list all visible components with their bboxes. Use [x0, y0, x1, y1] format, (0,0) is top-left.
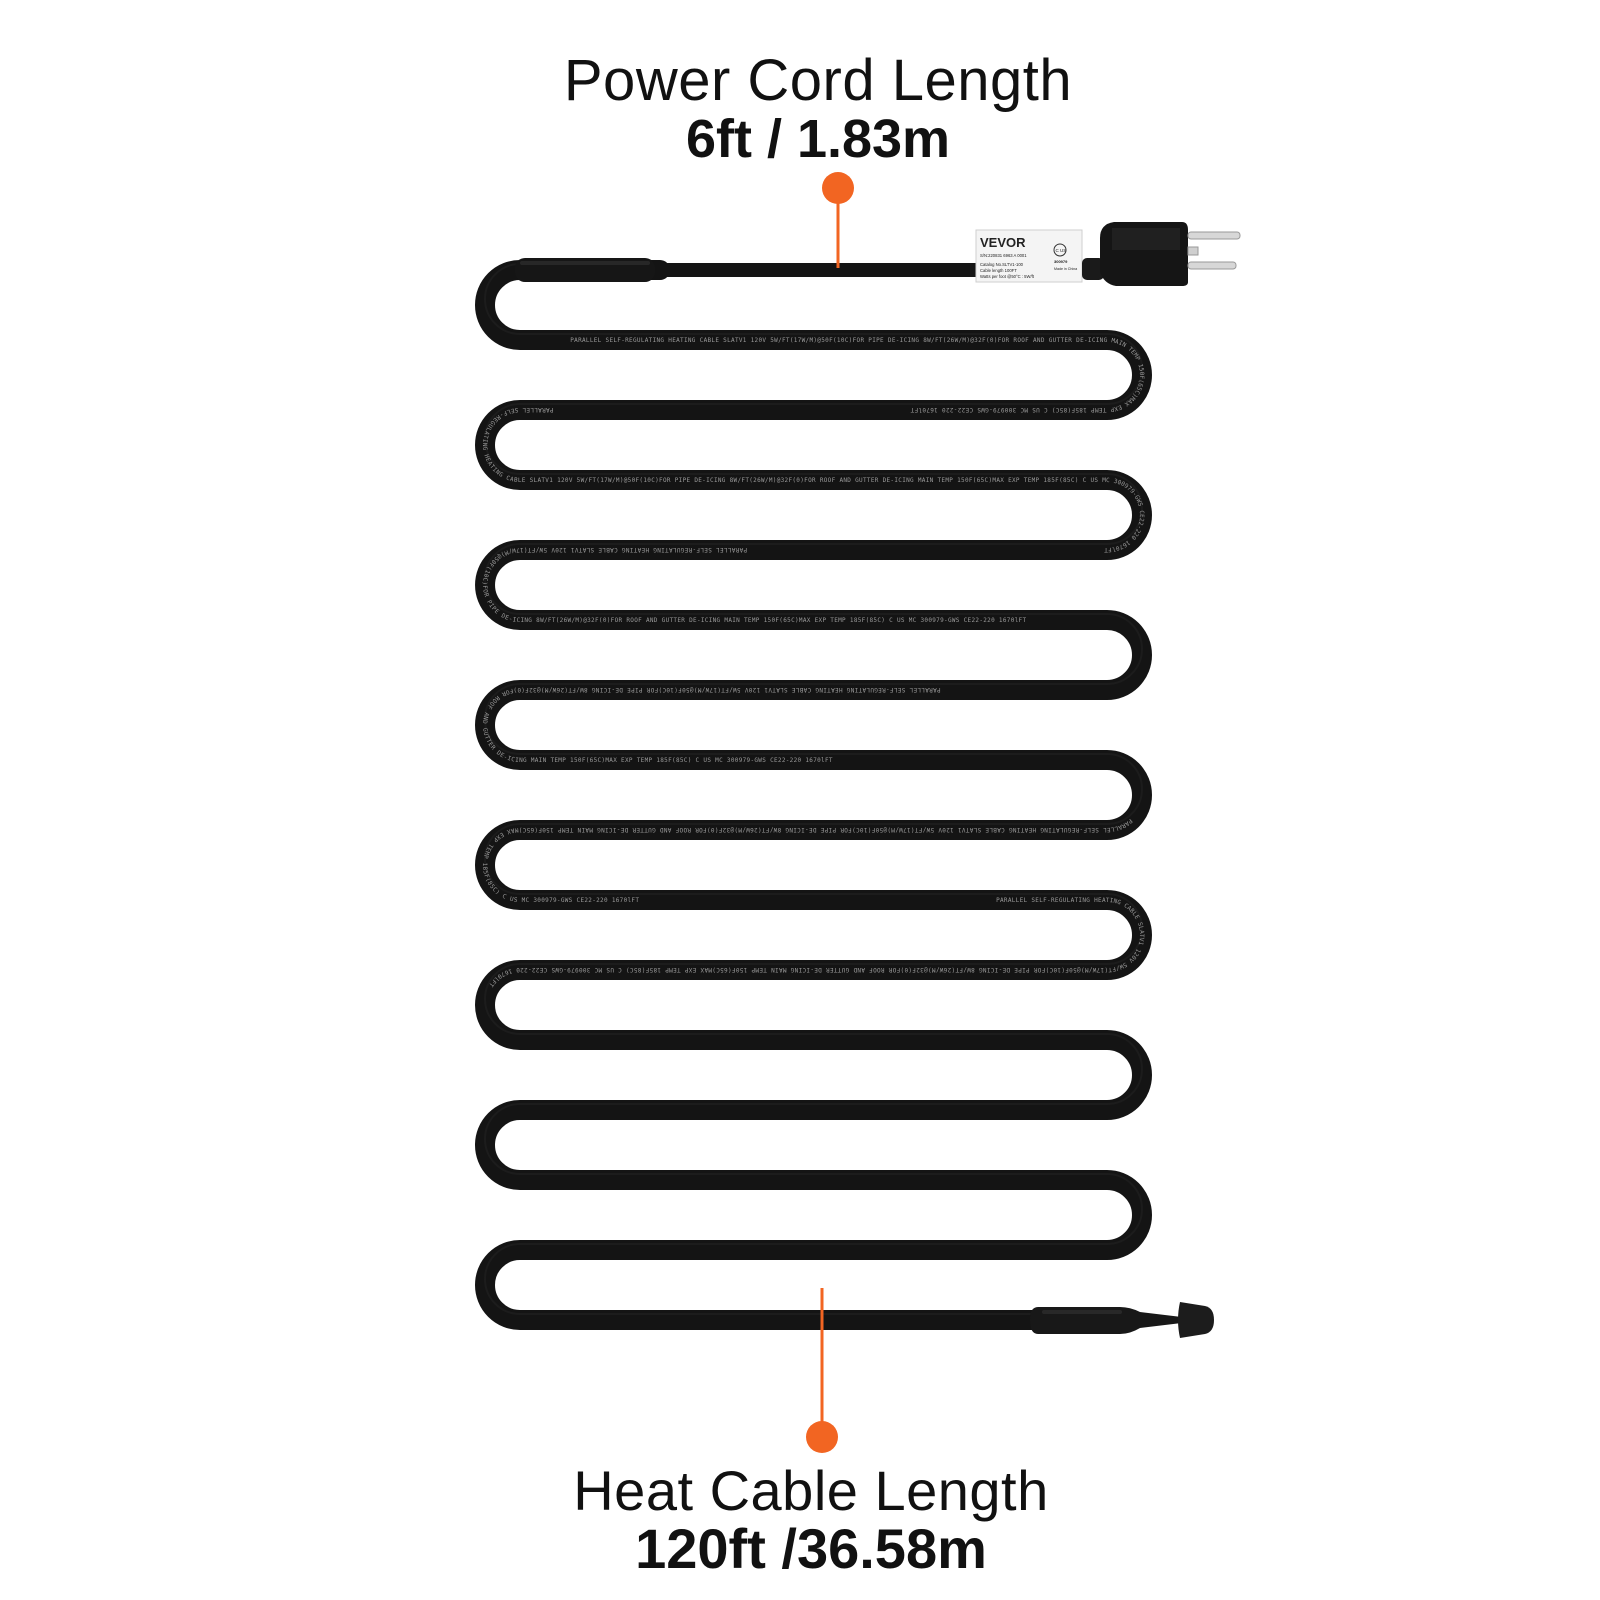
heat-cable-marker — [806, 1288, 838, 1453]
heat-cable-value: 120ft /36.58m — [635, 1517, 987, 1580]
plug-tag-brand: VEVOR — [980, 235, 1026, 250]
heat-cable — [485, 264, 1142, 1320]
heat-cable-label: Heat Cable Length 120ft /36.58m — [0, 1462, 1600, 1578]
power-cord — [515, 258, 987, 282]
power-cord-label: Power Cord Length 6ft / 1.83m — [0, 48, 1600, 169]
cert-icon — [1053, 243, 1067, 257]
cable-print-run-2: PARALLEL SELF-REGULATING HEATING CABLE S… — [481, 406, 1145, 553]
end-cap-icon — [1030, 1302, 1214, 1338]
plug-icon: VEVOR S/N:220831 6963 A 0001 Catalog No.… — [975, 222, 1241, 286]
heat-cable-title: Heat Cable Length — [573, 1459, 1049, 1522]
svg-text:PARALLEL SELF-REGULATING HEATI: PARALLEL SELF-REGULATING HEATING CABLE S… — [481, 406, 1145, 553]
orange-dot-icon — [822, 172, 854, 204]
plug-tag-line2: Catalog No.SLTV1-100 — [980, 262, 1024, 267]
power-cord-marker — [822, 172, 854, 268]
power-cord-title: Power Cord Length — [563, 48, 1073, 113]
orange-dot-icon — [806, 1421, 838, 1453]
plug-tag-cert: C US — [1056, 248, 1067, 253]
plug-tag-line4: Watts per foot @50°C : 5W/ft — [980, 274, 1035, 279]
plug-tag-cert-number: 300979 — [1054, 259, 1068, 264]
plug-tag-made-in: Made in China — [1054, 267, 1077, 271]
plug-tag-line3: Cable length 100FT — [980, 268, 1017, 273]
plug-tag-line1: S/N:220831 6963 A 0001 — [980, 253, 1027, 258]
plug-tag — [975, 229, 1083, 283]
power-cord-value: 6ft / 1.83m — [685, 109, 951, 169]
